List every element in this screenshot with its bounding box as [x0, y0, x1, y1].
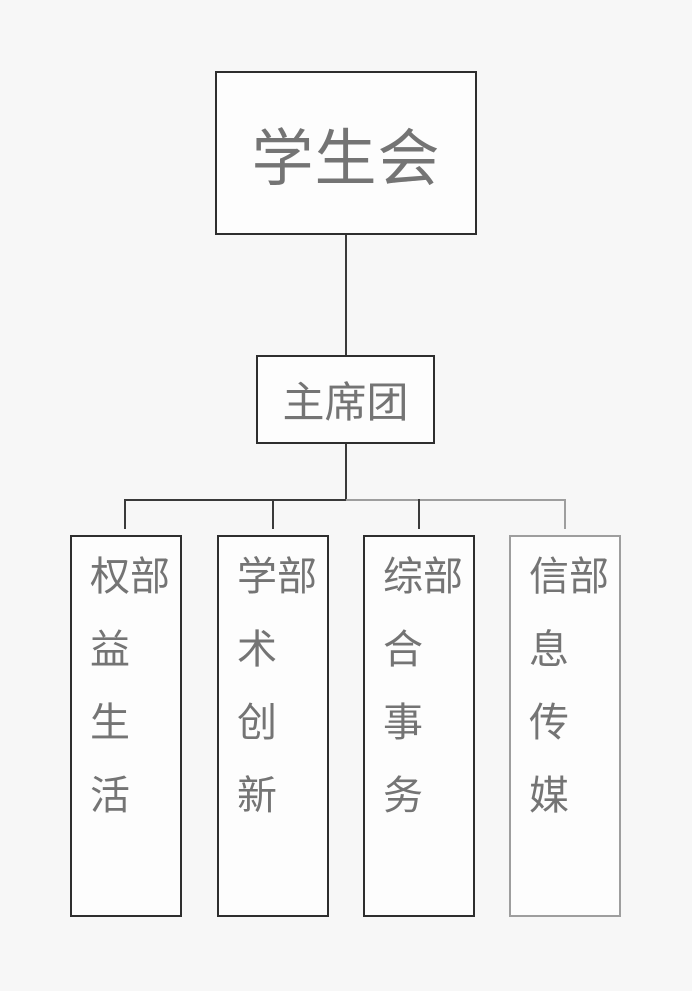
branch-bus-right: [346, 499, 566, 501]
node-dept-academic-innovation-label: 学术创新部: [231, 555, 315, 847]
node-presidium: 主席团: [256, 355, 435, 444]
branch-bus-left: [124, 499, 346, 501]
branch-drop-rights-life: [124, 499, 126, 529]
node-dept-rights-life: 权益生活部: [70, 535, 182, 917]
node-dept-academic-innovation: 学术创新部: [217, 535, 329, 917]
node-dept-general-affairs-label: 综合事务部: [377, 555, 461, 847]
node-presidium-label: 主席团: [282, 379, 409, 426]
branch-drop-info-media: [564, 499, 566, 529]
connector-presidium-to-bus: [345, 444, 347, 501]
connector-root-to-presidium: [345, 235, 347, 355]
node-dept-rights-life-label: 权益生活部: [84, 555, 168, 847]
node-student-union-label: 学生会: [251, 125, 441, 194]
branch-drop-academic-innovation: [272, 499, 274, 529]
node-dept-info-media-label: 信息传媒部: [523, 555, 607, 847]
branch-drop-general-affairs: [418, 499, 420, 529]
node-dept-info-media: 信息传媒部: [509, 535, 621, 917]
node-dept-general-affairs: 综合事务部: [363, 535, 475, 917]
node-student-union: 学生会: [215, 71, 477, 235]
